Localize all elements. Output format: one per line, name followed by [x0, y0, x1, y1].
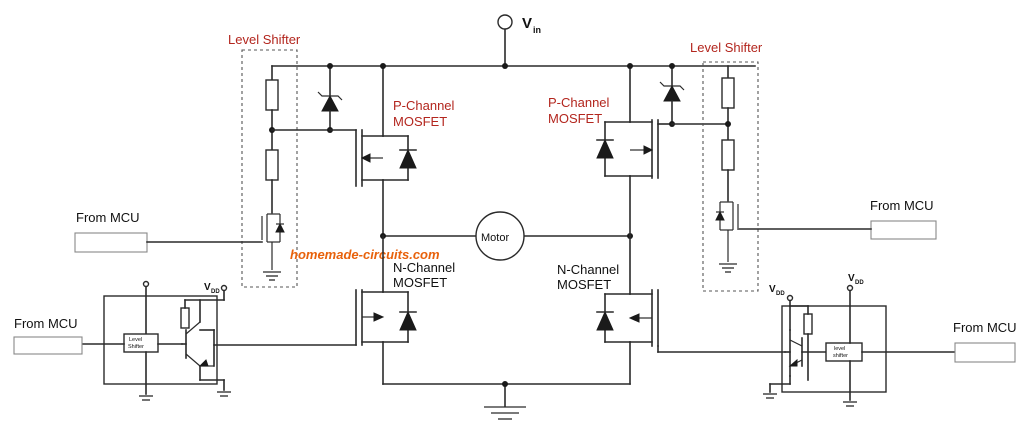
driver-left-chip-line2: Shifter: [128, 344, 144, 350]
ground-rail: [382, 381, 631, 420]
level-shifter-right-label: Level Shifter: [690, 40, 763, 55]
n-channel-right-label-1: N-Channel: [557, 262, 619, 277]
level-shifter-right-circuit: [715, 65, 739, 273]
driver-left-vdd-sub: DD: [211, 289, 220, 295]
supply-rail: [271, 14, 756, 69]
driver-left-vdd: V: [204, 282, 211, 293]
p-mosfet-right: [596, 63, 673, 237]
level-shifter-right-box: [702, 61, 759, 292]
mcu-upper-right-input[interactable]: [870, 220, 937, 240]
resistor-left-top: [265, 79, 279, 111]
n-channel-left-label-2: MOSFET: [393, 275, 447, 290]
p-mosfet-left: [329, 63, 417, 237]
n-channel-left-label-1: N-Channel: [393, 260, 455, 275]
p-channel-right-label-1: P-Channel: [548, 95, 610, 110]
level-shifter-left-box: [241, 49, 298, 288]
p-channel-left-label-1: P-Channel: [393, 98, 455, 113]
n-channel-right-label-2: MOSFET: [557, 277, 611, 292]
motor: [475, 211, 525, 261]
n-mosfet-left: [355, 235, 417, 385]
vin-label: V: [522, 15, 532, 32]
driver-left-chip-line1: Level: [129, 337, 142, 343]
mcu-lower-left-input[interactable]: [13, 336, 83, 355]
gate-driver-right: [763, 284, 956, 407]
driver-right-chip-line2: shifter: [833, 353, 848, 359]
resistor-right-top: [721, 77, 735, 109]
driver-right-vdd-2: V: [848, 273, 855, 284]
mcu-upper-left-label: From MCU: [76, 210, 140, 225]
level-shifter-chip-left: [123, 333, 159, 353]
level-shifter-left-label: Level Shifter: [228, 32, 301, 47]
resistor-left-bottom: [265, 149, 279, 181]
p-channel-right-label-2: MOSFET: [548, 111, 602, 126]
mcu-lower-left-label: From MCU: [14, 316, 78, 331]
watermark: homemade-circuits.com: [290, 247, 440, 262]
driver-right-chip-line1: level: [834, 346, 845, 352]
gate-driver-left: [81, 280, 357, 401]
driver-right-vdd-2-sub: DD: [855, 280, 864, 286]
resistor-right-bottom: [721, 139, 735, 171]
driver-right-vdd: V: [769, 284, 776, 295]
level-shifter-left-circuit: [261, 65, 331, 281]
pullup-resistor-right: [803, 313, 813, 335]
zener-diode-left: [317, 63, 343, 133]
mcu-lower-right-input[interactable]: [954, 342, 1016, 363]
driver-right-vdd-sub: DD: [776, 291, 785, 297]
motor-label: Motor: [481, 232, 509, 244]
mcu-lower-right-label: From MCU: [953, 320, 1017, 335]
pullup-resistor-left: [180, 307, 190, 329]
vin-subscript: in: [533, 25, 541, 35]
zener-diode-right: [659, 63, 729, 127]
mcu-upper-right-label: From MCU: [870, 198, 934, 213]
n-mosfet-right: [596, 235, 786, 385]
mcu-upper-left-input[interactable]: [74, 232, 148, 253]
p-channel-left-label-2: MOSFET: [393, 114, 447, 129]
